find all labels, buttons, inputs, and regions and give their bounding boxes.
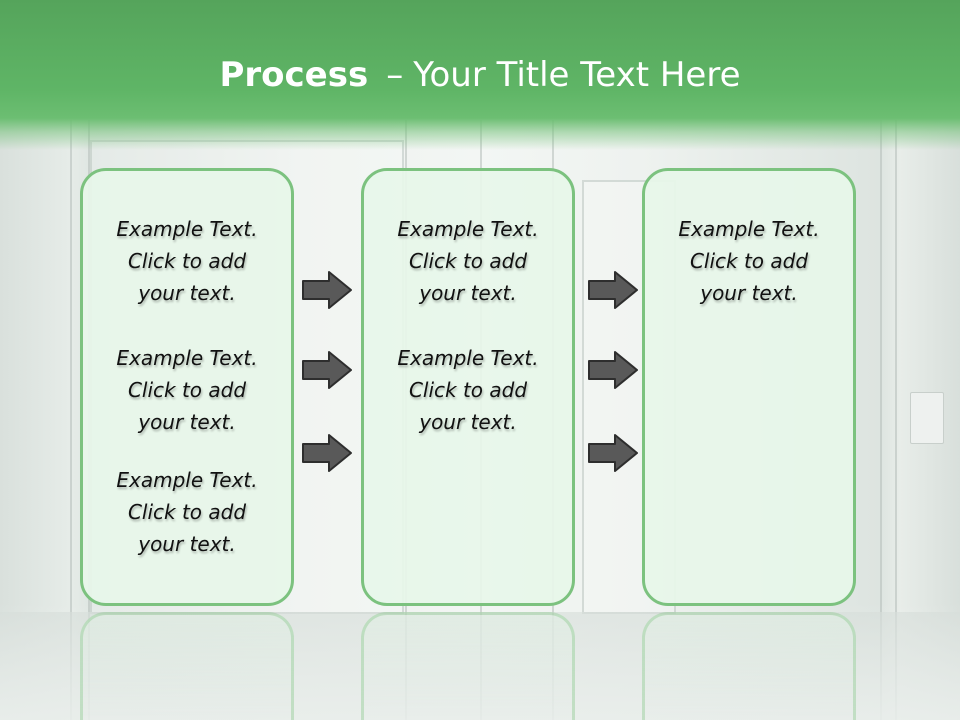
slide-title[interactable]: Process–Your Title Text Here xyxy=(0,50,960,100)
text-line: your text. xyxy=(419,410,517,434)
box-reflection xyxy=(361,612,575,720)
title-bar xyxy=(0,0,960,150)
text-line: Click to add xyxy=(127,500,247,524)
text-placeholder[interactable]: Example Text. Click to add your text. xyxy=(364,213,572,309)
text-line: your text. xyxy=(138,410,236,434)
box-reflection xyxy=(80,612,294,720)
title-rest-text: Your Title Text Here xyxy=(413,55,741,95)
title-separator: – xyxy=(386,55,404,95)
text-line: Click to add xyxy=(689,249,809,273)
arrow-right-icon[interactable] xyxy=(587,270,639,310)
text-line: Example Text. xyxy=(116,217,258,241)
text-placeholder[interactable]: Example Text. Click to add your text. xyxy=(645,213,853,309)
text-line: Example Text. xyxy=(116,346,258,370)
text-line: Example Text. xyxy=(397,217,539,241)
text-line: your text. xyxy=(138,281,236,305)
text-line: your text. xyxy=(700,281,798,305)
title-bold-text: Process xyxy=(219,55,369,95)
arrow-right-icon[interactable] xyxy=(587,350,639,390)
wall-panel-line xyxy=(880,120,882,720)
text-line: Example Text. xyxy=(116,468,258,492)
process-step-box-2[interactable]: Example Text. Click to add your text. Ex… xyxy=(361,168,575,606)
text-line: Click to add xyxy=(408,378,528,402)
arrow-right-icon[interactable] xyxy=(587,433,639,473)
process-step-box-1[interactable]: Example Text. Click to add your text. Ex… xyxy=(80,168,294,606)
text-line: your text. xyxy=(138,532,236,556)
text-placeholder[interactable]: Example Text. Click to add your text. xyxy=(83,213,291,309)
arrow-right-icon[interactable] xyxy=(301,350,353,390)
text-placeholder[interactable]: Example Text. Click to add your text. xyxy=(83,464,291,560)
box-reflection xyxy=(642,612,856,720)
text-line: Click to add xyxy=(127,378,247,402)
text-line: Click to add xyxy=(408,249,528,273)
text-placeholder[interactable]: Example Text. Click to add your text. xyxy=(364,342,572,438)
process-step-box-3[interactable]: Example Text. Click to add your text. xyxy=(642,168,856,606)
arrow-right-icon[interactable] xyxy=(301,433,353,473)
text-line: Example Text. xyxy=(678,217,820,241)
arrow-right-icon[interactable] xyxy=(301,270,353,310)
text-line: Example Text. xyxy=(397,346,539,370)
wall-sign-plate xyxy=(910,392,944,444)
wall-panel-line xyxy=(70,120,72,720)
text-line: your text. xyxy=(419,281,517,305)
text-line: Click to add xyxy=(127,249,247,273)
text-placeholder[interactable]: Example Text. Click to add your text. xyxy=(83,342,291,438)
wall-panel-line xyxy=(895,120,897,720)
